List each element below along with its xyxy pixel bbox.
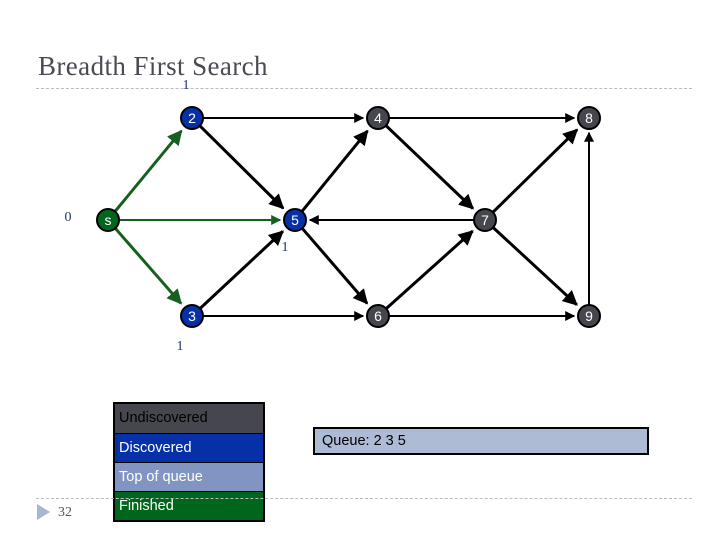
graph-node-9[interactable]: 9 (577, 304, 601, 328)
page-title: Breadth First Search (38, 51, 268, 81)
graph-edge-7-8 (491, 128, 579, 214)
graph-node-7[interactable]: 7 (473, 208, 497, 232)
queue-status-box: Queue: 2 3 5 (313, 427, 649, 455)
graph-node-circle-4 (366, 106, 390, 130)
graph-edge-7-9 (492, 226, 578, 306)
graph-node-circle-9 (577, 304, 601, 328)
graph-node-label-s: s (105, 212, 112, 228)
graph-node-label-5: 5 (291, 212, 299, 228)
graph-node-3[interactable]: 3 (180, 304, 204, 328)
graph-node-label-2: 2 (188, 110, 196, 126)
graph-node-label-7: 7 (481, 212, 489, 228)
node-layer: s 2 3 4 5 6 7 8 9 (96, 106, 601, 328)
graph-node-label-8: 8 (585, 110, 593, 126)
graph-edge-5-4 (300, 129, 369, 213)
graph-edge-4-7 (384, 124, 474, 210)
edge-layer (113, 113, 594, 321)
graph-distance-label-3: 1 (177, 339, 184, 354)
graph-edge-5-6 (301, 227, 369, 305)
graph-node-label-6: 6 (374, 308, 382, 324)
divider-top (36, 88, 692, 89)
graph-distance-label-2: 1 (183, 78, 190, 93)
graph-node-5[interactable]: 5 (283, 208, 307, 232)
graph-node-circle-5 (283, 208, 307, 232)
graph-node-circle-6 (366, 304, 390, 328)
legend-row-discovered: Discovered (115, 433, 263, 462)
graph-node-circle-s (96, 208, 120, 232)
graph-distance-label-5: 1 (282, 240, 289, 255)
page-number: 32 (58, 505, 72, 520)
graph-edge-6-7 (385, 230, 474, 310)
graph-edge-s-2 (113, 129, 183, 213)
play-triangle-icon[interactable] (37, 504, 50, 520)
graph-distance-label-s: 0 (65, 210, 72, 225)
graph-edge-3-5 (199, 230, 284, 310)
graph-edge-2-5 (198, 124, 285, 210)
graph-node-circle-2 (180, 106, 204, 130)
graph-node-6[interactable]: 6 (366, 304, 390, 328)
graph-edge-s-3 (114, 227, 183, 305)
graph-node-s[interactable]: s (96, 208, 120, 232)
graph-node-circle-8 (577, 106, 601, 130)
graph-node-8[interactable]: 8 (577, 106, 601, 130)
graph-node-4[interactable]: 4 (366, 106, 390, 130)
graph-node-circle-3 (180, 304, 204, 328)
legend-row-undiscovered: Undiscovered (115, 404, 263, 433)
divider-bottom (36, 498, 692, 499)
graph-node-2[interactable]: 2 (180, 106, 204, 130)
legend-row-top-of-queue: Top of queue (115, 462, 263, 491)
graph-node-label-4: 4 (374, 110, 382, 126)
legend-row-finished: Finished (115, 491, 263, 520)
graph-node-circle-7 (473, 208, 497, 232)
graph-node-label-3: 3 (188, 308, 196, 324)
graph-node-label-9: 9 (585, 308, 593, 324)
distance-label-layer: 0 1 1 1 (65, 78, 289, 354)
